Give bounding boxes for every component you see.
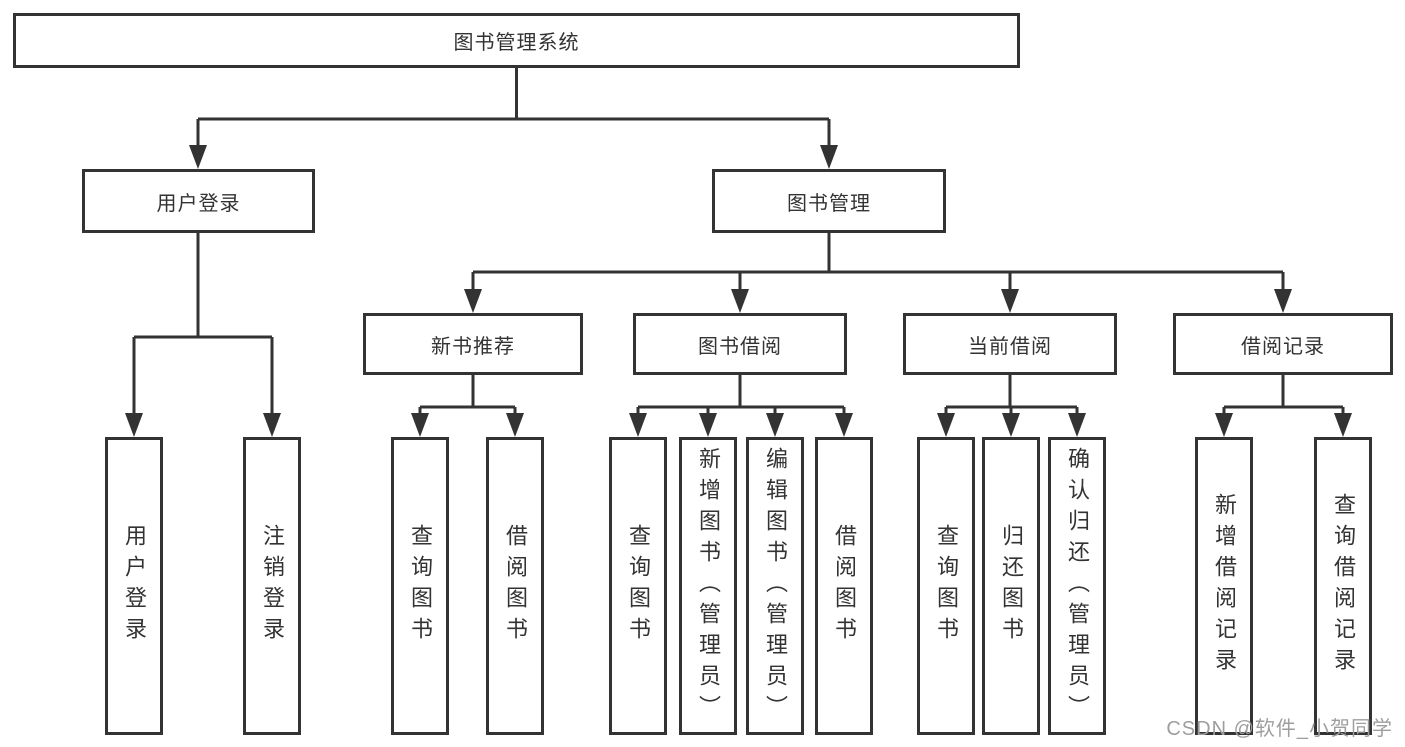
- node-borrowing-records: 借阅记录: [1173, 313, 1393, 375]
- arrowhead-icon: [820, 145, 838, 169]
- arrowhead-icon: [1215, 413, 1233, 437]
- leaf-user-login: 用户登录: [105, 437, 163, 735]
- arrowhead-icon: [699, 413, 717, 437]
- node-label: 查询图书: [626, 524, 651, 648]
- leaf-borrow-books: 借阅图书: [815, 437, 873, 735]
- leaf-logout: 注销登录: [243, 437, 301, 735]
- node-label: 编辑图书（管理员）: [763, 446, 788, 726]
- leaf-query-borrow-record: 查询借阅记录: [1314, 437, 1372, 735]
- node-current-borrowing: 当前借阅: [903, 313, 1117, 375]
- arrowhead-icon: [766, 413, 784, 437]
- node-new-book-recommendation: 新书推荐: [363, 313, 583, 375]
- node-label: 查询图书: [934, 524, 959, 648]
- node-label: 当前借阅: [968, 335, 1052, 358]
- node-label: 图书管理: [787, 192, 871, 215]
- node-book-borrowing: 图书借阅: [633, 313, 847, 375]
- node-label: 借阅记录: [1241, 335, 1325, 358]
- node-label: 用户登录: [122, 524, 147, 648]
- node-user-login: 用户登录: [82, 169, 315, 233]
- node-book-management: 图书管理: [712, 169, 946, 233]
- node-label: 新增图书（管理员）: [696, 446, 721, 726]
- arrowhead-icon: [835, 413, 853, 437]
- leaf-query-books-borrow: 查询图书: [609, 437, 667, 735]
- arrowhead-icon: [263, 413, 281, 437]
- node-label: 新书推荐: [431, 335, 515, 358]
- arrowhead-icon: [411, 413, 429, 437]
- node-label: 查询借阅记录: [1331, 493, 1356, 679]
- leaf-query-books-recommend: 查询图书: [391, 437, 449, 735]
- arrowhead-icon: [1002, 413, 1020, 437]
- node-label: 查询图书: [408, 524, 433, 648]
- node-label: 图书借阅: [698, 335, 782, 358]
- leaf-query-books-current: 查询图书: [917, 437, 975, 735]
- node-label: 新增借阅记录: [1212, 493, 1237, 679]
- arrowhead-icon: [125, 413, 143, 437]
- arrowhead-icon: [1068, 413, 1086, 437]
- arrowhead-icon: [1274, 289, 1292, 313]
- node-label: 注销登录: [260, 524, 285, 648]
- node-label: 用户登录: [156, 192, 241, 215]
- arrowhead-icon: [937, 413, 955, 437]
- node-label: 归还图书: [999, 524, 1024, 648]
- node-library-management-system: 图书管理系统: [13, 13, 1020, 68]
- arrowhead-icon: [731, 289, 749, 313]
- node-label: 借阅图书: [503, 524, 528, 648]
- leaf-edit-books-admin: 编辑图书（管理员）: [746, 437, 804, 735]
- arrowhead-icon: [506, 413, 524, 437]
- csdn-watermark: CSDN @软件_小贺同学: [1166, 718, 1393, 740]
- leaf-confirm-return-admin: 确认归还（管理员）: [1048, 437, 1106, 735]
- leaf-return-books: 归还图书: [982, 437, 1040, 735]
- node-label: 图书管理系统: [453, 32, 580, 54]
- leaf-borrow-books-recommend: 借阅图书: [486, 437, 544, 735]
- node-label: 借阅图书: [832, 524, 857, 648]
- arrowhead-icon: [189, 145, 207, 169]
- arrowhead-icon: [629, 413, 647, 437]
- arrowhead-icon: [464, 289, 482, 313]
- arrowhead-icon: [1334, 413, 1352, 437]
- leaf-add-borrow-record: 新增借阅记录: [1195, 437, 1253, 735]
- node-label: 确认归还（管理员）: [1065, 446, 1090, 726]
- arrowhead-icon: [1001, 289, 1019, 313]
- leaf-add-books-admin: 新增图书（管理员）: [679, 437, 737, 735]
